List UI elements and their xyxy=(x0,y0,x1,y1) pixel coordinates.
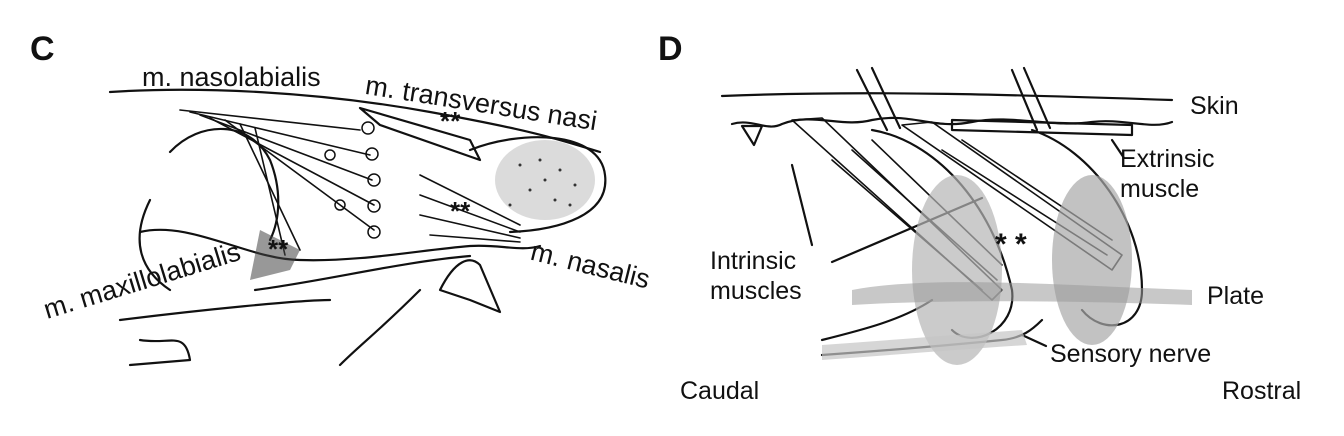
label-skin: Skin xyxy=(1190,92,1239,120)
nasalis-fibres xyxy=(419,174,521,243)
extrinsic-muscle-band xyxy=(950,118,1134,137)
transversus-band xyxy=(358,106,482,162)
snout-muscle-drawing xyxy=(108,88,607,367)
lower-lip-outline xyxy=(253,254,472,292)
sensory-nerve-body xyxy=(822,330,1027,360)
leader-line xyxy=(1020,333,1048,348)
jaw-outline xyxy=(138,228,542,262)
wavy-line xyxy=(730,116,1174,128)
tooth-outline xyxy=(438,259,502,314)
maxilla-outline xyxy=(168,127,280,242)
hair-shaft xyxy=(855,68,889,132)
mouth-outline xyxy=(128,338,192,367)
panel-c: C xyxy=(30,30,653,367)
maxillolabialis-muscle xyxy=(250,230,300,280)
asterisk-marker: * * xyxy=(995,228,1027,261)
mandible-outline xyxy=(118,298,332,322)
label-caudal: Caudal xyxy=(680,377,760,405)
asterisk-marker: ** xyxy=(440,106,461,136)
lip-curve xyxy=(338,288,422,367)
hair-shaft xyxy=(1010,68,1039,132)
label-rostral: Rostral xyxy=(1222,377,1302,405)
plate-band xyxy=(852,282,1192,305)
hair-shaft xyxy=(870,66,902,130)
caudal-tab xyxy=(740,124,764,147)
label-sensory-nerve: Sensory nerve xyxy=(1050,340,1212,368)
whisker-follicle-drawing xyxy=(720,66,1192,365)
leader-line xyxy=(790,163,814,247)
follicle-capsule xyxy=(912,175,1002,365)
label-nasolabialis: m. nasolabialis xyxy=(142,62,321,92)
cheek-outline xyxy=(138,198,172,292)
leader-line xyxy=(1110,138,1126,160)
label-extrinsic-muscle: Extrinsic muscle xyxy=(1120,145,1215,203)
muscle-fibres-fan xyxy=(179,109,375,256)
skin-line xyxy=(720,92,1174,102)
hair-shaft xyxy=(1022,66,1052,130)
tendon-markers xyxy=(324,121,381,239)
label-plate: Plate xyxy=(1207,282,1264,310)
panel-letter: D xyxy=(658,30,683,68)
asterisk-marker: ** xyxy=(268,234,289,264)
label-intrinsic-muscles: Intrinsic muscles xyxy=(710,247,802,305)
panel-d: D xyxy=(658,0,1344,436)
stipple-dots xyxy=(508,158,577,207)
panel-letter: C xyxy=(30,30,55,68)
asterisk-marker: ** xyxy=(450,196,471,226)
snout-tip xyxy=(468,136,607,234)
